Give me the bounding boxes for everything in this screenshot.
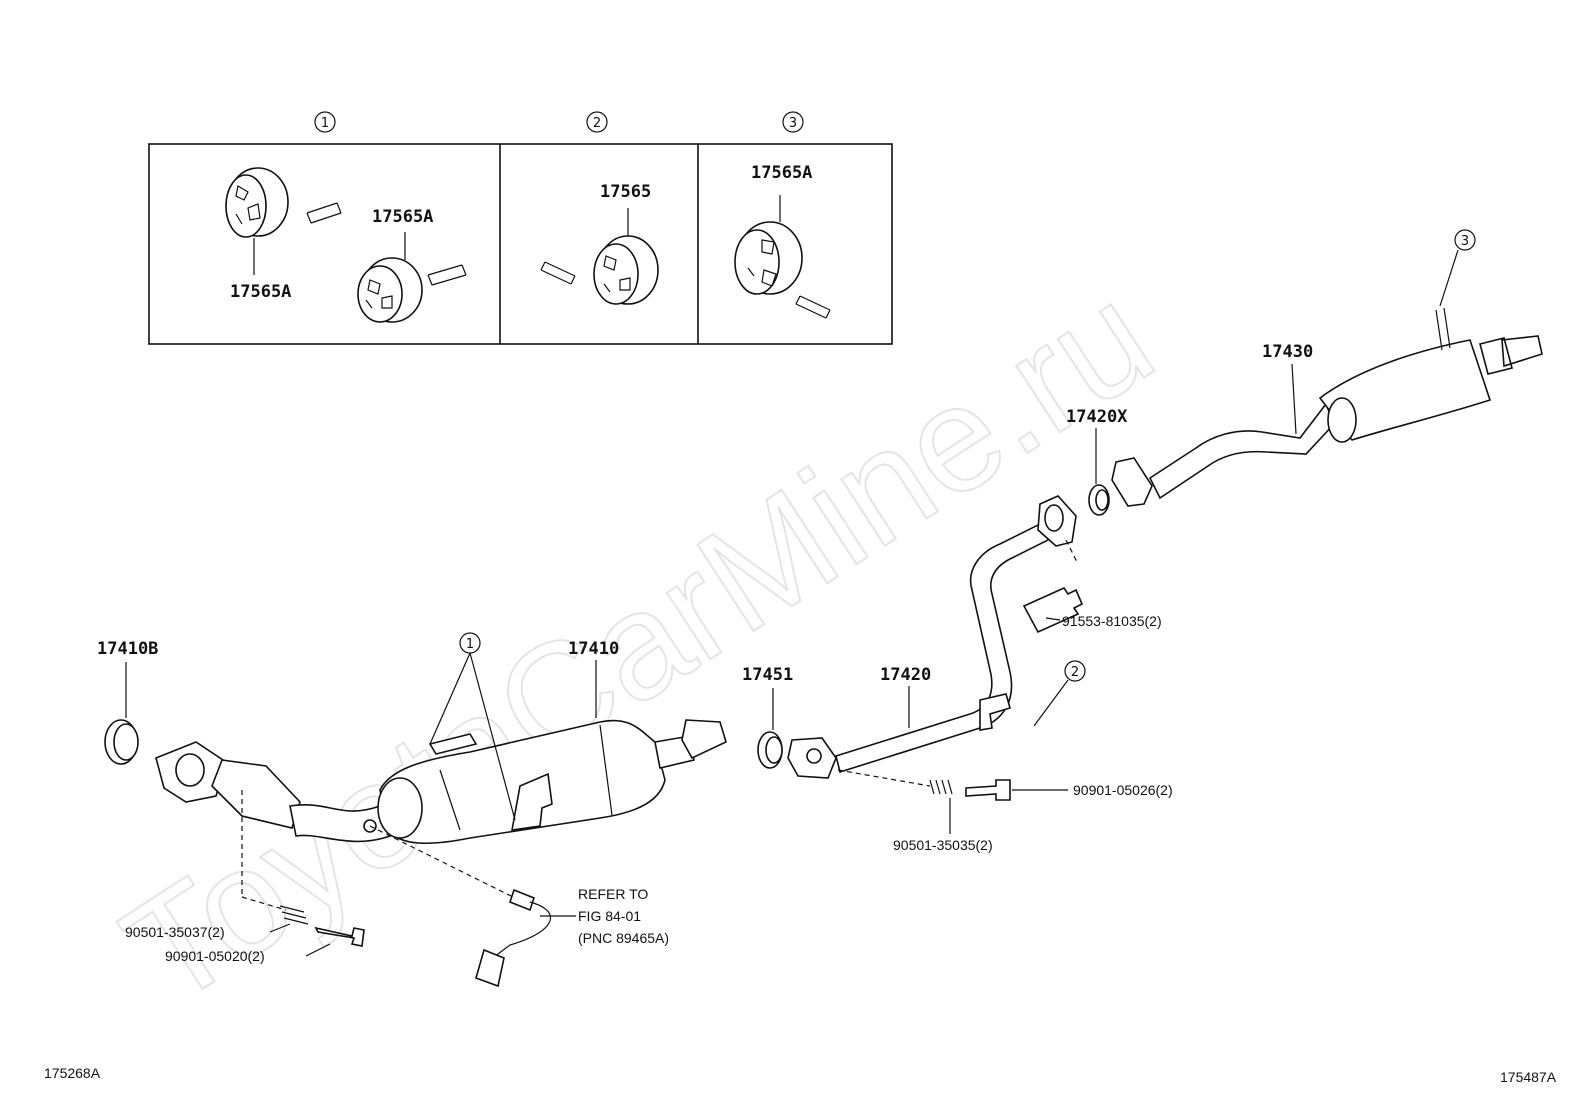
center-gasket: 17451 [742,665,793,769]
refer-line-3: (PNC 89465A) [578,930,669,946]
inset-label-17565A-a: 17565A [230,282,291,302]
label-17410B: 17410B [97,639,158,659]
catalytic-converter-assembly: 17410 [155,639,727,845]
label-17430: 17430 [1262,342,1313,362]
label-17420X: 17420X [1066,407,1128,427]
label-90901-05020: 90901-05020(2) [165,948,265,964]
svg-text:3: 3 [1461,234,1469,249]
hanger-rubber-icon [225,167,289,275]
diagram-code-right: 175487A [1500,1069,1557,1085]
callout-marker-3: 3 [1439,229,1476,307]
svg-text:3: 3 [789,116,797,131]
hanger-rubber-icon [734,195,803,295]
panel-marker-2: 2 [586,111,608,133]
hanger-rubber-icon [593,208,659,305]
hanger-pin-icon [795,295,831,319]
front-gasket: 17410B [97,639,158,765]
svg-text:2: 2 [593,116,601,131]
panel-marker-3: 3 [782,111,804,133]
center-fasteners: 90901-05026(2) 90501-35035(2) [837,769,1173,853]
inset-label-17565: 17565 [600,182,651,202]
rear-bolt: 91553-81035(2) [1022,539,1162,634]
svg-text:2: 2 [1071,665,1079,680]
front-fasteners: 90501-35037(2) 90901-05020(2) [125,790,365,964]
svg-text:1: 1 [466,637,474,652]
inset-label-17565A-b: 17565A [372,207,433,227]
center-pipe: 17420 [787,495,1077,779]
diagram-code-left: 175268A [44,1065,101,1081]
refer-line-2: FIG 84-01 [578,908,641,924]
callout-marker-1: 1 [429,632,516,821]
panel-marker-1: 1 [314,111,336,133]
svg-text:1: 1 [321,116,329,131]
oxygen-sensor: REFER TO FIG 84-01 (PNC 89465A) [369,825,669,988]
label-91553-81035: 91553-81035(2) [1062,613,1162,629]
refer-line-1: REFER TO [578,886,648,902]
label-90901-05026: 90901-05026(2) [1073,782,1173,798]
rear-gasket: 17420X [1066,407,1128,516]
label-17420: 17420 [880,665,931,685]
label-90501-35037: 90501-35037(2) [125,924,225,940]
label-17410: 17410 [568,639,619,659]
hanger-pin-icon [306,202,342,224]
inset-box: 1 2 3 17565A 17565A [148,111,893,345]
hanger-pin-icon [540,261,576,285]
label-17451: 17451 [742,665,793,685]
label-90501-35035: 90501-35035(2) [893,837,993,853]
hanger-pin-icon [427,264,467,286]
callout-marker-2: 2 [1033,660,1086,727]
tail-pipe-muffler: 17430 [1111,307,1543,507]
hanger-rubber-icon [357,232,423,323]
inset-label-17565A-c: 17565A [751,163,812,183]
